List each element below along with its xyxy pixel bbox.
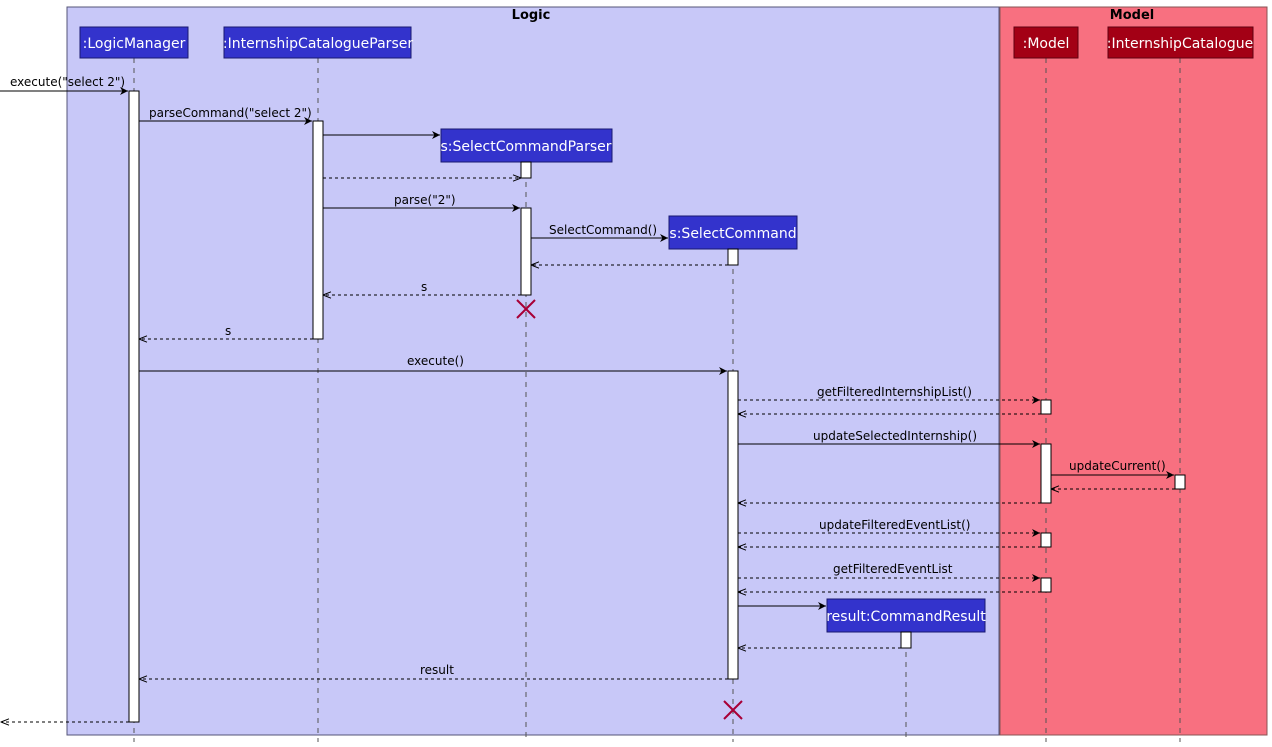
msg-label-result: result	[420, 663, 454, 677]
msg-label-updatecurrent: updateCurrent()	[1069, 459, 1166, 473]
participant-logicmanager-label: :LogicManager	[83, 36, 186, 52]
participant-selectcommand: s:SelectCommand	[668, 215, 798, 250]
msg-label-getfilteredinternshiplist: getFilteredInternshipList()	[817, 385, 972, 399]
activation-scp-parse	[520, 207, 532, 296]
participant-model: :Model	[1013, 26, 1079, 59]
activation-parser	[312, 120, 324, 340]
activation-scp-create	[520, 161, 532, 179]
activation-model-3	[1040, 532, 1052, 548]
participant-commandresult-label: result:CommandResult	[826, 609, 986, 625]
destroy-selectcommand	[723, 700, 743, 720]
group-model-title: Model	[1110, 8, 1154, 23]
participant-selectcommandparser-label: s:SelectCommandParser	[441, 139, 612, 155]
activation-model-1	[1040, 399, 1052, 415]
msg-label-execute-select: execute("select 2")	[10, 75, 125, 89]
msg-label-getfilteredeventlist: getFilteredEventList	[833, 562, 953, 576]
msg-label-s-2: s	[225, 324, 231, 338]
activation-sc-execute	[727, 370, 739, 680]
activation-catalogue	[1174, 474, 1186, 490]
participant-model-label: :Model	[1023, 36, 1070, 52]
participant-parser: :InternshipCatalogueParser	[223, 26, 413, 59]
msg-label-parsecommand: parseCommand("select 2")	[149, 106, 312, 120]
activation-model-2	[1040, 443, 1052, 504]
msg-label-execute: execute()	[407, 354, 464, 368]
activation-sc-create	[727, 248, 739, 266]
participant-selectcommand-label: s:SelectCommand	[669, 226, 796, 242]
msg-label-parse: parse("2")	[394, 193, 456, 207]
msg-label-updatefilteredeventlist: updateFilteredEventList()	[819, 518, 970, 532]
messages	[0, 87, 1175, 722]
msg-label-s-1: s	[421, 280, 427, 294]
activations	[128, 90, 1186, 723]
activation-logicmanager	[128, 90, 140, 723]
participant-logicmanager: :LogicManager	[79, 26, 189, 59]
activation-model-4	[1040, 577, 1052, 593]
group-model: Model	[999, 6, 1268, 736]
msg-label-selectcommand: SelectCommand()	[549, 223, 657, 237]
participant-parser-label: :InternshipCatalogueParser	[223, 36, 413, 52]
msg-label-updateselectedinternship: updateSelectedInternship()	[813, 429, 977, 443]
participant-internshipcatalogue: :InternshipCatalogue	[1107, 26, 1254, 59]
activation-commandresult	[900, 631, 912, 649]
participant-selectcommandparser: s:SelectCommandParser	[440, 128, 613, 163]
group-logic-title: Logic	[512, 8, 551, 23]
participant-internshipcatalogue-label: :InternshipCatalogue	[1107, 36, 1253, 52]
participant-commandresult: result:CommandResult	[826, 598, 986, 633]
destroy-selectcommandparser	[516, 299, 536, 319]
